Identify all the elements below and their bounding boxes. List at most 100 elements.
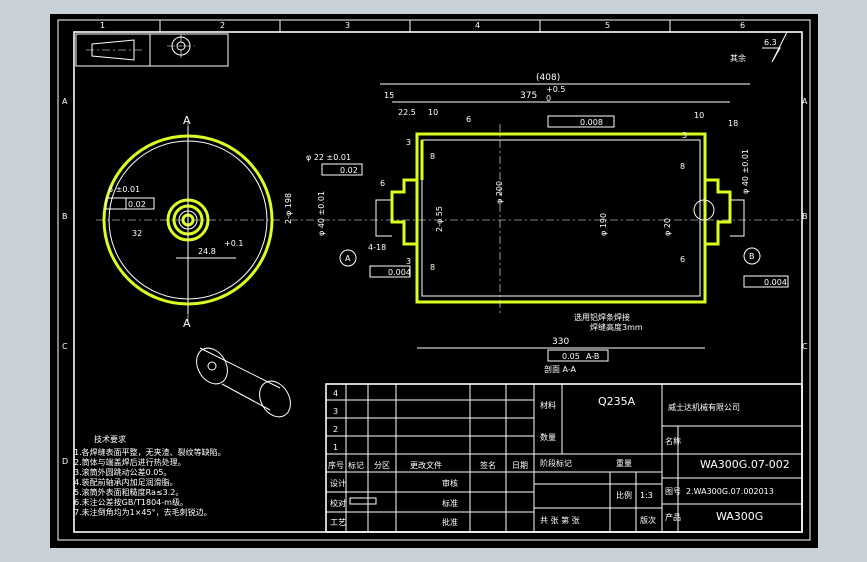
zone-marks-side: A B C D A B C	[62, 97, 808, 466]
dim-4-18: 4-18	[368, 243, 386, 252]
datum-b: B	[749, 252, 755, 261]
dim-dia55: 2-φ 55	[435, 206, 444, 232]
roughness-label: 其余	[730, 53, 746, 63]
dim-dia20: φ 20	[663, 218, 672, 236]
check-label: 校对	[330, 498, 346, 508]
width-dim: 6 ±0.01	[108, 185, 140, 194]
section-label: 剖面 A-A	[544, 364, 577, 374]
dim-22-5: 22.5	[398, 108, 416, 117]
dim-8c: 8	[430, 263, 435, 272]
note-5: 5.滚筒外表面粗糙度Ra≤3.2。	[74, 487, 183, 497]
dim-3b: 3	[682, 131, 687, 140]
outer-frame	[57, 19, 811, 541]
dim-dia198: 2-φ 198	[284, 193, 293, 224]
key-dim: 32	[132, 229, 142, 238]
section-view	[290, 124, 800, 314]
roller-shell	[415, 132, 707, 304]
dim-dia40: φ 40 ±0.01	[317, 191, 326, 236]
dim-375: 375	[520, 91, 537, 101]
rough-6a: 6	[466, 115, 471, 124]
zone-2: 2	[220, 21, 225, 30]
zone-c-right: C	[802, 342, 808, 351]
dim-18: 18	[728, 119, 738, 128]
note-4: 4.装配前轴承内加足润滑脂。	[74, 477, 178, 487]
material-value: Q235A	[598, 395, 636, 408]
note-7: 7.未注倒角均为1×45°，去毛刺锐边。	[74, 507, 212, 517]
zone-1: 1	[100, 21, 105, 30]
rev-head-mark: 标记	[348, 460, 364, 470]
zone-marks-top: 1 2 3 4 5 6	[100, 20, 745, 32]
section-mark-a-bottom: A	[183, 317, 191, 330]
rev-head-zone: 分区	[374, 461, 390, 470]
dim-330: 330	[552, 337, 569, 347]
inner-frame	[73, 31, 803, 533]
note-1: 1.各焊缝表面平整，无夹渣、裂纹等缺陷。	[74, 447, 226, 457]
quantity-label: 数量	[540, 432, 556, 442]
dim-10a: 10	[428, 108, 438, 117]
title-block: 4 3 2 1 序号 标记 分区 更改文件 签名 日期 材料 Q235A 数量 …	[325, 383, 803, 533]
flat-0-004a: 0.004	[388, 268, 411, 277]
runout-ref: A-B	[586, 352, 599, 361]
note-2: 2.筒体与端盖焊后进行热处理。	[74, 457, 186, 467]
scale-label: 比例	[616, 490, 632, 500]
product-value: WA300G	[716, 510, 763, 523]
zone-a: A	[62, 97, 68, 106]
stage-label: 阶段标记	[540, 458, 572, 468]
rev-row-4: 4	[333, 389, 338, 398]
dim-15: 15	[384, 91, 394, 100]
dim-dia190: φ 190	[599, 213, 608, 236]
rev-row-2: 2	[333, 425, 338, 434]
version-label: 版次	[640, 515, 656, 525]
rev-row-1: 1	[333, 443, 338, 452]
section-mark-a-top: A	[183, 114, 191, 127]
bore-dim: 24.8	[198, 247, 216, 256]
drawing-no: 2.WA300G.07.002013	[686, 487, 774, 496]
runout-value: 0.05	[562, 352, 580, 361]
note-3: 3.滚筒外圆跳动公差0.05。	[74, 467, 171, 477]
name-label: 名称	[665, 436, 681, 446]
zone-4: 4	[475, 21, 480, 30]
scale-value: 1:3	[640, 491, 653, 500]
flat-0-004b: 0.004	[764, 278, 787, 287]
rev-head-doc: 更改文件	[410, 460, 442, 470]
design-label: 设计	[330, 478, 346, 488]
weight-label: 重量	[616, 458, 632, 468]
dim-dia200: φ 200	[495, 181, 504, 204]
process-label: 工艺	[330, 518, 346, 527]
material-label: 材料	[540, 400, 556, 410]
zone-b-right: B	[802, 212, 808, 221]
dim-3c: 3	[406, 257, 411, 266]
sheet-label: 共 张 第 张	[540, 515, 580, 525]
flat-0-008: 0.008	[580, 118, 603, 127]
zone-6: 6	[740, 21, 745, 30]
tol-375-lower: 0	[546, 94, 551, 103]
dimensions: (408) 375 +0.5 0 15 22.5 10 10 18 3 8 3 …	[284, 73, 789, 374]
rev-head-seq: 序号	[328, 460, 344, 470]
notes-title: 技术要求	[94, 434, 126, 444]
weld-note-2: 焊缝高度3mm	[590, 322, 643, 332]
dim-dia22: φ 22 ±0.01	[306, 153, 351, 162]
roughness-note: 其余 6.3	[730, 31, 788, 63]
isometric-view	[196, 347, 291, 418]
dim-8a: 8	[430, 152, 435, 161]
zone-5: 5	[605, 21, 610, 30]
review-label: 审核	[442, 478, 458, 488]
rev-head-date: 日期	[512, 461, 528, 470]
approve-label: 批准	[442, 517, 458, 527]
note-6: 6.未注公差按GB/T1804-m级。	[74, 497, 188, 507]
technical-notes: 技术要求 1.各焊缝表面平整，无夹渣、裂纹等缺陷。 2.筒体与端盖焊后进行热处理…	[74, 434, 226, 517]
projection-symbol	[75, 33, 229, 67]
bore-tol: +0.1	[224, 239, 243, 248]
zone-d: D	[62, 457, 68, 466]
weld-note-1: 选用铝焊条焊接	[574, 312, 630, 322]
flat-0-02: 0.02	[340, 166, 358, 175]
cad-drawing-viewport[interactable]: 1 2 3 4 5 6 A B C D A B C 其余 6.3	[50, 14, 818, 548]
end-view: A A 6 ±0.01 0.02 32 24.8 +0.1	[96, 114, 282, 330]
rev-row-3: 3	[333, 407, 338, 416]
drawing-name: WA300G.07-002	[700, 458, 790, 471]
rev-head-sign: 签名	[480, 460, 496, 470]
flatness-tol: 0.02	[128, 200, 146, 209]
dim-dia40r: φ 40 ±0.01	[741, 149, 750, 194]
drawing-canvas: 1 2 3 4 5 6 A B C D A B C 其余 6.3	[57, 19, 811, 541]
rough-6c: 6	[680, 255, 685, 264]
